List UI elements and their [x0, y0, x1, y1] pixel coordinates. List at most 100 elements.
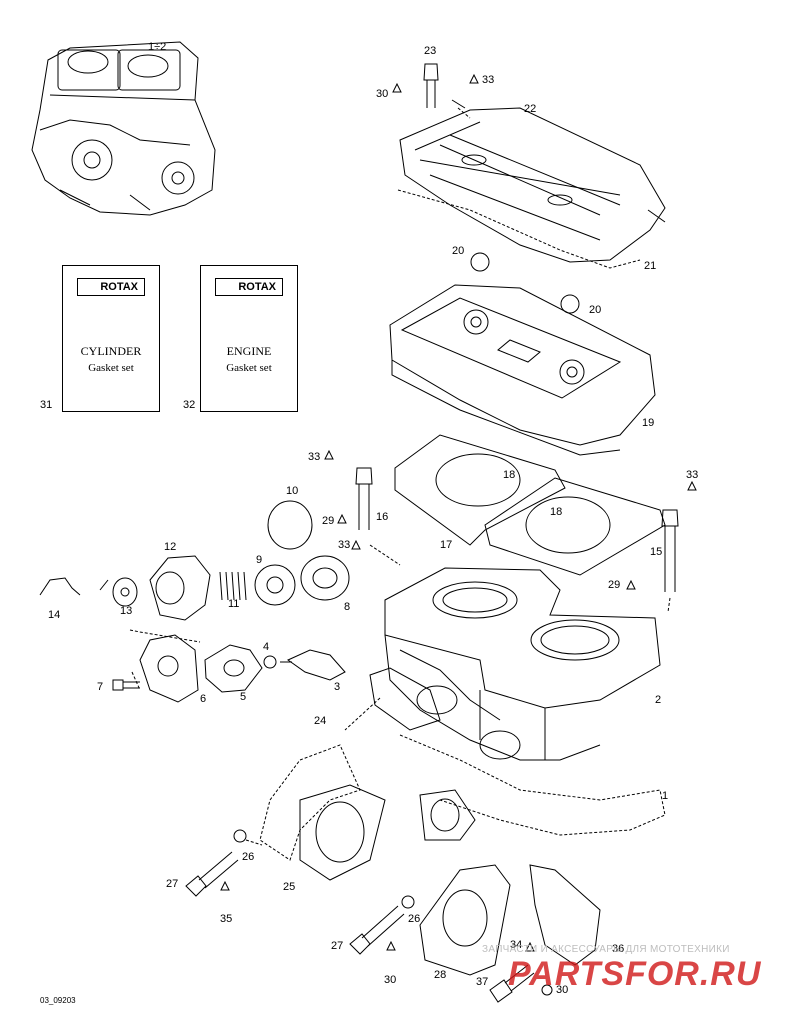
gasket-5	[204, 644, 263, 693]
bracket-bolt	[489, 964, 535, 1003]
callout-20: 20	[452, 245, 464, 257]
manifold-gasket	[419, 864, 511, 976]
nut	[541, 984, 553, 996]
valve-fitting	[280, 649, 346, 681]
callout-21: 21	[644, 260, 656, 272]
sealant-drop	[687, 480, 697, 491]
head-gasket-left	[394, 434, 566, 546]
o-ring-left	[470, 252, 490, 272]
cylinder-head-base-outline	[397, 189, 641, 269]
callout-29: 29	[608, 579, 620, 591]
cylinder-head-bolt	[423, 63, 439, 108]
cylinder-gasket-set-box: ROTAX CYLINDER Gasket set	[62, 265, 160, 412]
callout-31: 31	[40, 399, 52, 411]
valve-cover	[300, 555, 350, 601]
callout-2: 2	[655, 694, 661, 706]
callout-engine-ref: 1÷2	[148, 41, 166, 53]
cylinder-bolt-long	[661, 509, 679, 592]
sealant-drop	[469, 73, 479, 84]
callout-10: 10	[286, 485, 298, 497]
engine-gasket-set-title: ENGINE	[226, 344, 272, 358]
manifold-bolt-left	[185, 851, 239, 897]
callout-25: 25	[283, 881, 295, 893]
o-ring-10	[267, 500, 313, 550]
callout-18: 18	[503, 469, 515, 481]
bracket	[529, 864, 601, 966]
callout-14: 14	[48, 609, 60, 621]
engine-gasket-set-subtitle: Gasket set	[226, 362, 272, 374]
cylinder-block	[384, 567, 661, 761]
callout-11: 11	[228, 598, 239, 610]
callout-1: 1	[662, 790, 668, 802]
engine-assembly-drawing	[31, 41, 216, 216]
callout-8: 8	[344, 601, 350, 613]
callout-19: 19	[642, 417, 654, 429]
callout-36: 36	[612, 943, 624, 955]
cylinder-gasket-set-subtitle: Gasket set	[88, 362, 134, 374]
cylinder-head-cover	[399, 99, 666, 263]
engine-gasket-set-box: ROTAX ENGINE Gasket set	[200, 265, 298, 412]
callout-13: 13	[120, 605, 132, 617]
callout-4: 4	[263, 641, 269, 653]
watermark-logo: PARTSFOR.RU	[508, 955, 762, 993]
o-ring-right	[560, 294, 580, 314]
washer	[401, 895, 415, 909]
sealant-drop	[626, 579, 636, 590]
callout-16: 16	[376, 511, 388, 523]
cylinder-gasket-set-title: CYLINDER	[80, 344, 142, 358]
callout-24: 24	[314, 715, 326, 727]
sealant-drop	[351, 539, 361, 550]
sealant-drop	[324, 449, 334, 460]
sealant-drop	[525, 941, 535, 952]
callout-33: 33	[686, 469, 698, 481]
callout-23: 23	[424, 45, 436, 57]
callout-15: 15	[650, 546, 662, 558]
callout-32: 32	[183, 399, 195, 411]
callout-30: 30	[384, 974, 396, 986]
manifold-bolt-right	[349, 905, 405, 955]
callout-22: 22	[524, 103, 536, 115]
callout-28: 28	[434, 969, 446, 981]
callout-12: 12	[164, 541, 176, 553]
callout-35: 35	[220, 913, 232, 925]
washer	[233, 829, 247, 843]
sealant-drop	[386, 940, 396, 951]
valve-frame	[129, 629, 201, 691]
callout-17: 17	[440, 539, 452, 551]
rotax-logo: ROTAX	[77, 278, 145, 296]
screw-7	[112, 679, 140, 691]
callout-26: 26	[242, 851, 254, 863]
callout-29: 29	[322, 515, 334, 527]
valve-housing	[149, 555, 211, 621]
callout-37: 37	[476, 976, 488, 988]
exhaust-gasket	[369, 667, 441, 731]
crankcase-outline	[399, 734, 666, 836]
callout-27: 27	[166, 878, 178, 890]
callout-34: 34	[510, 939, 522, 951]
callout-27: 27	[331, 940, 343, 952]
head-gasket-right	[484, 477, 666, 576]
watermark-tagline: ЗАПЧАСТИ И АКСЕССУАРЫ ДЛЯ МОТОТЕХНИКИ	[482, 944, 730, 955]
sealant-drop	[220, 880, 230, 891]
o-ring-4	[263, 655, 277, 669]
callout-33: 33	[338, 539, 350, 551]
callout-30: 30	[376, 88, 388, 100]
cylinder-head	[389, 284, 656, 456]
cylinder-bolt-short	[355, 467, 373, 530]
callout-33: 33	[308, 451, 320, 463]
leader-lines	[245, 107, 671, 846]
sealant-drop	[392, 82, 402, 93]
callout-7: 7	[97, 681, 103, 693]
valve-cap	[112, 577, 138, 607]
spring	[219, 571, 247, 601]
callout-3: 3	[334, 681, 340, 693]
valve-base	[139, 634, 199, 703]
sealant-drop	[337, 513, 347, 524]
callout-26: 26	[408, 913, 420, 925]
diagram-code: 03_09203	[40, 996, 76, 1005]
callout-6: 6	[200, 693, 206, 705]
exhaust-manifold	[259, 744, 476, 881]
callout-30: 30	[556, 984, 568, 996]
rotax-logo: ROTAX	[215, 278, 283, 296]
